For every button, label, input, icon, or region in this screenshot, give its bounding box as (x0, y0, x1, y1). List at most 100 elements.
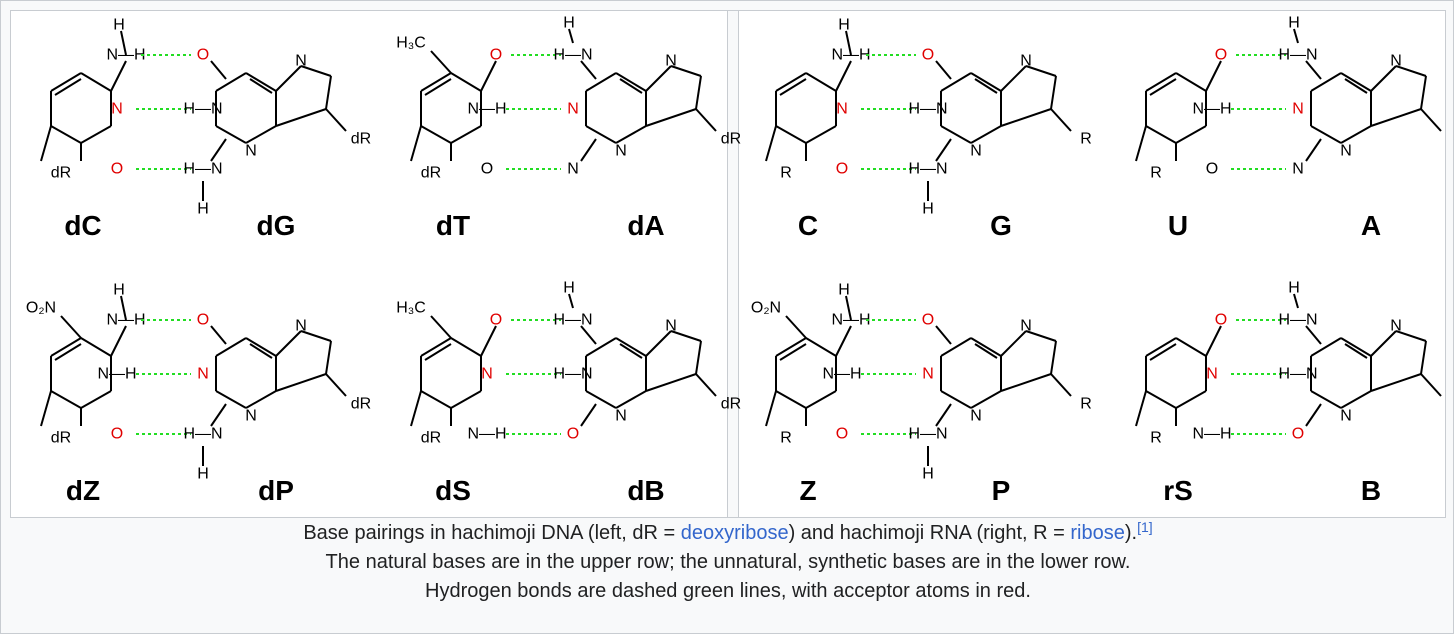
atom: dR (51, 165, 71, 182)
bond (935, 325, 952, 345)
atom: N (567, 161, 579, 178)
atom: dR (351, 131, 371, 148)
base-label: dP (258, 475, 294, 506)
bond (40, 390, 52, 427)
bond (615, 390, 647, 409)
atom: N (1390, 318, 1402, 335)
atom: R (1080, 131, 1092, 148)
base-label: dZ (66, 475, 100, 506)
bond (1395, 65, 1427, 77)
bond (1420, 108, 1442, 132)
bond (50, 337, 82, 357)
atom: H—N (183, 161, 222, 178)
bond (325, 340, 332, 375)
bond (785, 315, 807, 339)
bond (805, 72, 837, 92)
atom: H—N (1278, 47, 1317, 64)
bond (210, 60, 227, 80)
bond (410, 125, 422, 162)
bond (970, 337, 1002, 357)
acceptor-atom: N (922, 366, 934, 383)
atom: R (1080, 396, 1092, 413)
bond (1340, 390, 1372, 409)
bond (1025, 65, 1057, 77)
bond (1420, 75, 1427, 110)
bond (940, 337, 972, 357)
bond (215, 390, 247, 409)
atom: N (1390, 53, 1402, 70)
bond (1205, 325, 1222, 357)
bond (580, 60, 597, 80)
acceptor-atom: N (836, 101, 848, 118)
bond (1370, 373, 1422, 392)
bond (1050, 373, 1072, 397)
bond (1175, 125, 1207, 144)
bond (1175, 72, 1207, 92)
bond (420, 337, 452, 357)
atom: H—N (908, 161, 947, 178)
acceptor-atom: N (197, 366, 209, 383)
atom: dR (351, 396, 371, 413)
bond (615, 337, 647, 357)
bond (585, 337, 617, 357)
bond (1420, 340, 1427, 375)
bond (670, 330, 702, 342)
atom: N—H (467, 426, 506, 443)
bond (645, 373, 697, 392)
bond (80, 390, 112, 409)
bond (619, 78, 643, 94)
bond (775, 337, 807, 357)
reference-link[interactable]: [1] (1137, 519, 1153, 535)
bond (1145, 390, 1177, 409)
ribose-link[interactable]: ribose (1070, 522, 1125, 544)
atom: N (1020, 53, 1032, 70)
caption-line-1: Base pairings in hachimoji DNA (left, dR… (1, 519, 1455, 548)
bond (580, 403, 597, 427)
acceptor-atom: O (567, 426, 579, 443)
deoxyribose-link[interactable]: deoxyribose (680, 522, 789, 544)
bond (779, 343, 807, 361)
bond (585, 390, 617, 409)
atom: O (481, 161, 493, 178)
acceptor-atom: O (1292, 426, 1304, 443)
bond (805, 125, 837, 144)
bond (1205, 60, 1222, 92)
atom: N (970, 408, 982, 425)
base-label: P (992, 475, 1011, 506)
atom: N—H (1192, 101, 1231, 118)
bond (775, 72, 807, 92)
atom: N (1340, 143, 1352, 160)
atom: N—H (467, 101, 506, 118)
bond (80, 337, 112, 357)
bond (1370, 330, 1397, 357)
atom: O (1206, 161, 1218, 178)
bond (615, 125, 647, 144)
bond (1293, 28, 1299, 44)
bond (775, 125, 807, 144)
bond (245, 125, 277, 144)
bond (765, 390, 777, 427)
base-label: U (1168, 210, 1188, 241)
bond (1420, 373, 1442, 397)
bond (845, 295, 852, 321)
atom: N (295, 318, 307, 335)
bond (619, 343, 643, 359)
atom: H—N (553, 366, 592, 383)
atom: H—N (908, 101, 947, 118)
bond (325, 373, 347, 397)
base-label: dB (627, 475, 664, 506)
atom: N (1292, 161, 1304, 178)
atom: H (922, 201, 934, 218)
atom: N (295, 53, 307, 70)
atom: H (113, 282, 125, 299)
bond (585, 125, 617, 144)
acceptor-atom: N (567, 101, 579, 118)
atom: N (665, 53, 677, 70)
bond (1395, 330, 1427, 342)
bond (1135, 125, 1147, 162)
bond (1305, 138, 1322, 162)
atom: dR (421, 165, 441, 182)
bond (1145, 125, 1177, 144)
